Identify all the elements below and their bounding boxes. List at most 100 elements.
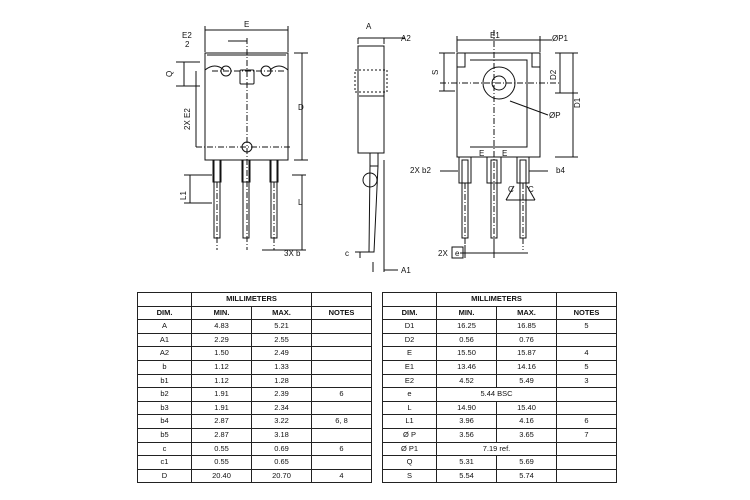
front-view <box>176 26 308 251</box>
label-c: c <box>345 249 349 258</box>
label-2x-E2: 2X E2 <box>183 108 192 130</box>
label-phi-P1: ØP1 <box>552 34 569 43</box>
label-e: e <box>455 249 460 258</box>
cell-max: 3.22 <box>251 414 312 429</box>
cell-notes: 6, 8 <box>311 414 372 429</box>
header-dim: DIM. <box>137 305 192 321</box>
label-D: D <box>298 103 304 112</box>
cell-dim: E2 <box>382 373 437 389</box>
label-E1: E1 <box>490 31 500 40</box>
label-2x-e-prefix: 2X <box>438 249 448 258</box>
label-S: S <box>431 70 440 75</box>
cell-dim: b1 <box>137 373 192 389</box>
cell-min: 15.50 <box>436 346 497 361</box>
label-L1: L1 <box>179 191 188 200</box>
label-A1: A1 <box>401 266 411 275</box>
header-blank <box>137 292 192 307</box>
label-b4: b4 <box>556 166 565 175</box>
cell-dim: e <box>382 387 437 402</box>
label-A2: A2 <box>401 34 411 43</box>
cell-min: 2.87 <box>191 427 252 443</box>
cell-max: 5.49 <box>496 373 557 389</box>
label-Q: Q <box>165 71 174 77</box>
label-E-lead-2: E <box>502 149 507 158</box>
cell-max: 20.70 <box>251 468 312 484</box>
cell-notes: 4 <box>311 468 372 484</box>
cell-dim: b5 <box>137 427 192 443</box>
back-view <box>439 30 578 259</box>
label-phi-P: ØP <box>549 111 561 120</box>
header-min: MIN. <box>436 305 497 321</box>
cell-max: 14.16 <box>496 359 557 375</box>
header-blank-notes <box>556 292 617 307</box>
package-outline-drawing: E E2 2 Q 2X E2 D L1 L 3X b A A2 c A1 E1 … <box>165 20 582 275</box>
cell-max: 1.28 <box>251 373 312 389</box>
cell-max: 2.49 <box>251 346 312 361</box>
cell-max: 5.21 <box>251 319 312 334</box>
header-dim: DIM. <box>382 305 437 321</box>
cell-min: 5.54 <box>436 468 497 484</box>
back-view-labels: E1 ØP1 S D2 D1 ØP 2X b2 b4 E E C C 2X e <box>410 31 582 258</box>
cell-min: 3.56 <box>436 427 497 443</box>
cell-min: 1.12 <box>191 359 252 375</box>
cell-max: 0.65 <box>251 455 312 470</box>
cell-dim: c <box>137 441 192 457</box>
cell-min: 4.83 <box>191 319 252 334</box>
cell-notes <box>556 468 617 484</box>
cell-max: 3.18 <box>251 427 312 443</box>
label-2x-b2: 2X b2 <box>410 166 431 175</box>
label-A: A <box>366 22 372 31</box>
cell-min: 2.87 <box>191 414 252 429</box>
cell-notes: 6 <box>311 387 372 402</box>
cell-notes: 3 <box>556 373 617 389</box>
cell-min: 2.29 <box>191 332 252 348</box>
cell-max: 2.34 <box>251 400 312 416</box>
cell-max: 16.85 <box>496 319 557 334</box>
label-C-2: C <box>528 185 534 194</box>
cell-max: 5.69 <box>496 455 557 470</box>
label-L: L <box>298 198 303 207</box>
cell-dim: A <box>137 319 192 334</box>
cell-dim: b4 <box>137 414 192 429</box>
cell-min: 5.31 <box>436 455 497 470</box>
cell-notes <box>556 441 617 457</box>
cell-max: 0.69 <box>251 441 312 457</box>
cell-notes: 4 <box>556 346 617 361</box>
cell-dim: E <box>382 346 437 361</box>
cell-max: 3.65 <box>496 427 557 443</box>
cell-notes <box>556 400 617 416</box>
cell-notes <box>556 387 617 402</box>
cell-notes: 5 <box>556 319 617 334</box>
cell-max: 5.74 <box>496 468 557 484</box>
cell-notes: 7 <box>556 427 617 443</box>
cell-min: 0.56 <box>436 332 497 348</box>
cell-min: 1.12 <box>191 373 252 389</box>
cell-dim: b <box>137 359 192 375</box>
label-E2-half-den: 2 <box>185 40 190 49</box>
cell-min: 1.91 <box>191 387 252 402</box>
cell-dim: L <box>382 400 437 416</box>
cell-dim: b3 <box>137 400 192 416</box>
cell-notes: 5 <box>556 359 617 375</box>
label-D2: D2 <box>549 69 558 80</box>
cell-notes <box>556 455 617 470</box>
header-millimeters: MILLIMETERS <box>436 292 557 307</box>
cell-dim: L1 <box>382 414 437 429</box>
header-max: MAX. <box>496 305 557 321</box>
label-E-lead-1: E <box>479 149 484 158</box>
header-millimeters: MILLIMETERS <box>191 292 312 307</box>
label-E2-half-num: E2 <box>182 31 192 40</box>
cell-dim: b2 <box>137 387 192 402</box>
